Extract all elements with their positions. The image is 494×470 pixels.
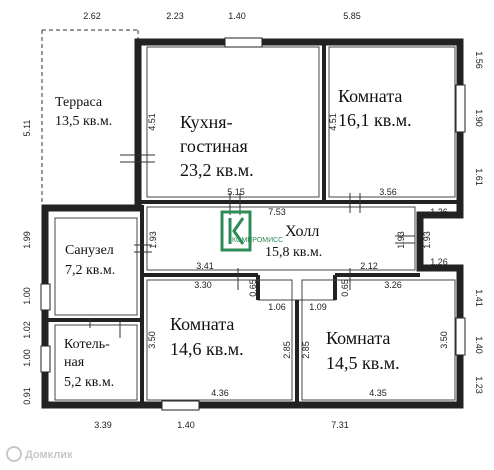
dimension-bottom-0: 3.39 <box>94 420 112 430</box>
dimension-left-4: 1.00 <box>22 349 32 367</box>
dimension-interior-16: 3.50 <box>147 331 157 349</box>
dimension-right-3: 1.26 <box>430 207 448 217</box>
dimension-interior-6: 1.93 <box>396 231 406 249</box>
dimension-left-3: 1.02 <box>22 321 32 339</box>
dimensions-top: 2.62 2.23 1.40 5.85 <box>83 11 361 21</box>
windows <box>40 37 466 411</box>
dimension-left-2: 1.00 <box>22 287 32 305</box>
dimension-left-0: 5.11 <box>22 120 32 137</box>
door-markers <box>89 154 415 338</box>
dimension-interior-14: 2.12 <box>360 261 378 271</box>
window-right-upper <box>455 84 466 133</box>
kitchen-name-2: гостиная <box>180 136 248 156</box>
dimension-interior-19: 3.50 <box>439 331 449 349</box>
dimension-top-0: 2.62 <box>83 11 101 21</box>
dimension-interior-13: 0.65 <box>340 279 350 297</box>
dimension-interior-5: 1.93 <box>148 231 158 249</box>
dimension-right-7: 1.23 <box>474 376 484 394</box>
terrace-name: Терраса <box>55 95 103 110</box>
dimension-interior-17: 2.85 <box>282 341 292 359</box>
boiler-name-1: Котель- <box>64 337 110 352</box>
bathroom-name: Санузел <box>65 243 114 258</box>
room-ne-area: 16,1 кв.м. <box>338 110 412 130</box>
dimension-top-2: 1.40 <box>228 11 246 21</box>
dimension-left-5: 0.91 <box>22 387 32 405</box>
dimension-interior-9: 3.30 <box>194 280 212 290</box>
dimension-interior-20: 4.36 <box>211 388 229 398</box>
dimension-right-4: 1.26 <box>430 257 448 267</box>
dimension-right-1: 1.90 <box>474 109 484 127</box>
dimensions-interior: 4.51 4.51 5.15 3.56 7.53 1.93 1.93 1.93 3.41 3.30… <box>147 113 449 398</box>
dimension-interior-7: 1.93 <box>422 231 432 249</box>
room-ne-name: Комната <box>338 86 402 106</box>
dimension-right-2: 1.61 <box>474 168 484 186</box>
window-left-bath <box>40 283 51 311</box>
dimension-interior-15: 3.26 <box>384 280 402 290</box>
dimension-interior-8: 3.41 <box>196 261 214 271</box>
kitchen-name-1: Кухня- <box>180 112 233 132</box>
dimension-interior-1: 4.51 <box>328 113 338 131</box>
dimension-interior-4: 7.53 <box>268 207 286 217</box>
dimension-interior-21: 4.35 <box>369 388 387 398</box>
hall-area: 15,8 кв.м. <box>265 245 322 260</box>
window-right-lower <box>455 317 466 356</box>
hall-name: Холл <box>285 223 319 240</box>
room-labels: Терраса 13,5 кв.м. Кухня- гостиная 23,2 … <box>55 86 412 390</box>
boiler-area: 5,2 кв.м. <box>64 375 114 390</box>
dimension-top-1: 2.23 <box>166 11 184 21</box>
company-logo: КОМПРОМИСС <box>220 210 283 252</box>
bathroom-area: 7,2 кв.м. <box>65 263 115 278</box>
dimension-interior-3: 3.56 <box>379 187 397 197</box>
dimension-bottom-2: 7.31 <box>331 420 349 430</box>
dimensions-left: 5.11 1.99 1.00 1.02 1.00 0.91 <box>22 120 32 405</box>
room-sw-area: 14,6 кв.м. <box>170 339 244 359</box>
room-se-name: Комната <box>326 328 390 348</box>
room-se-area: 14,5 кв.м. <box>326 353 400 373</box>
dimension-top-3: 5.85 <box>343 11 361 21</box>
dimension-interior-0: 4.51 <box>147 113 157 131</box>
logo-text: КОМПРОМИСС <box>232 237 283 244</box>
kitchen-area: 23,2 кв.м. <box>180 160 254 180</box>
dimension-interior-18: 2.85 <box>301 341 311 359</box>
dimension-interior-12: 1.09 <box>309 302 327 312</box>
dimension-interior-2: 5.15 <box>227 187 245 197</box>
boiler-name-2: ная <box>64 355 85 370</box>
terrace-area: 13,5 кв.м. <box>55 114 112 129</box>
dimensions-right: 1.56 1.90 1.61 1.26 1.26 1.41 1.40 1.23 <box>430 51 484 394</box>
window-bottom <box>161 400 200 411</box>
window-top <box>224 37 263 48</box>
exterior-walls <box>41 38 464 409</box>
dimension-left-1: 1.99 <box>22 231 32 249</box>
watermark: Домклик <box>6 446 73 462</box>
dimension-interior-11: 1.06 <box>268 302 286 312</box>
room-sw-name: Комната <box>170 314 234 334</box>
inner-outlines <box>54 46 456 401</box>
dimension-interior-10: 0.65 <box>248 279 258 297</box>
dimensions-bottom: 3.39 1.40 7.31 <box>94 420 349 430</box>
watermark-text: Домклик <box>25 449 73 461</box>
dimension-bottom-1: 1.40 <box>177 420 195 430</box>
window-left-boiler <box>40 345 51 373</box>
dimension-right-0: 1.56 <box>474 51 484 69</box>
dimension-right-6: 1.40 <box>474 336 484 354</box>
dimension-right-5: 1.41 <box>474 289 484 307</box>
